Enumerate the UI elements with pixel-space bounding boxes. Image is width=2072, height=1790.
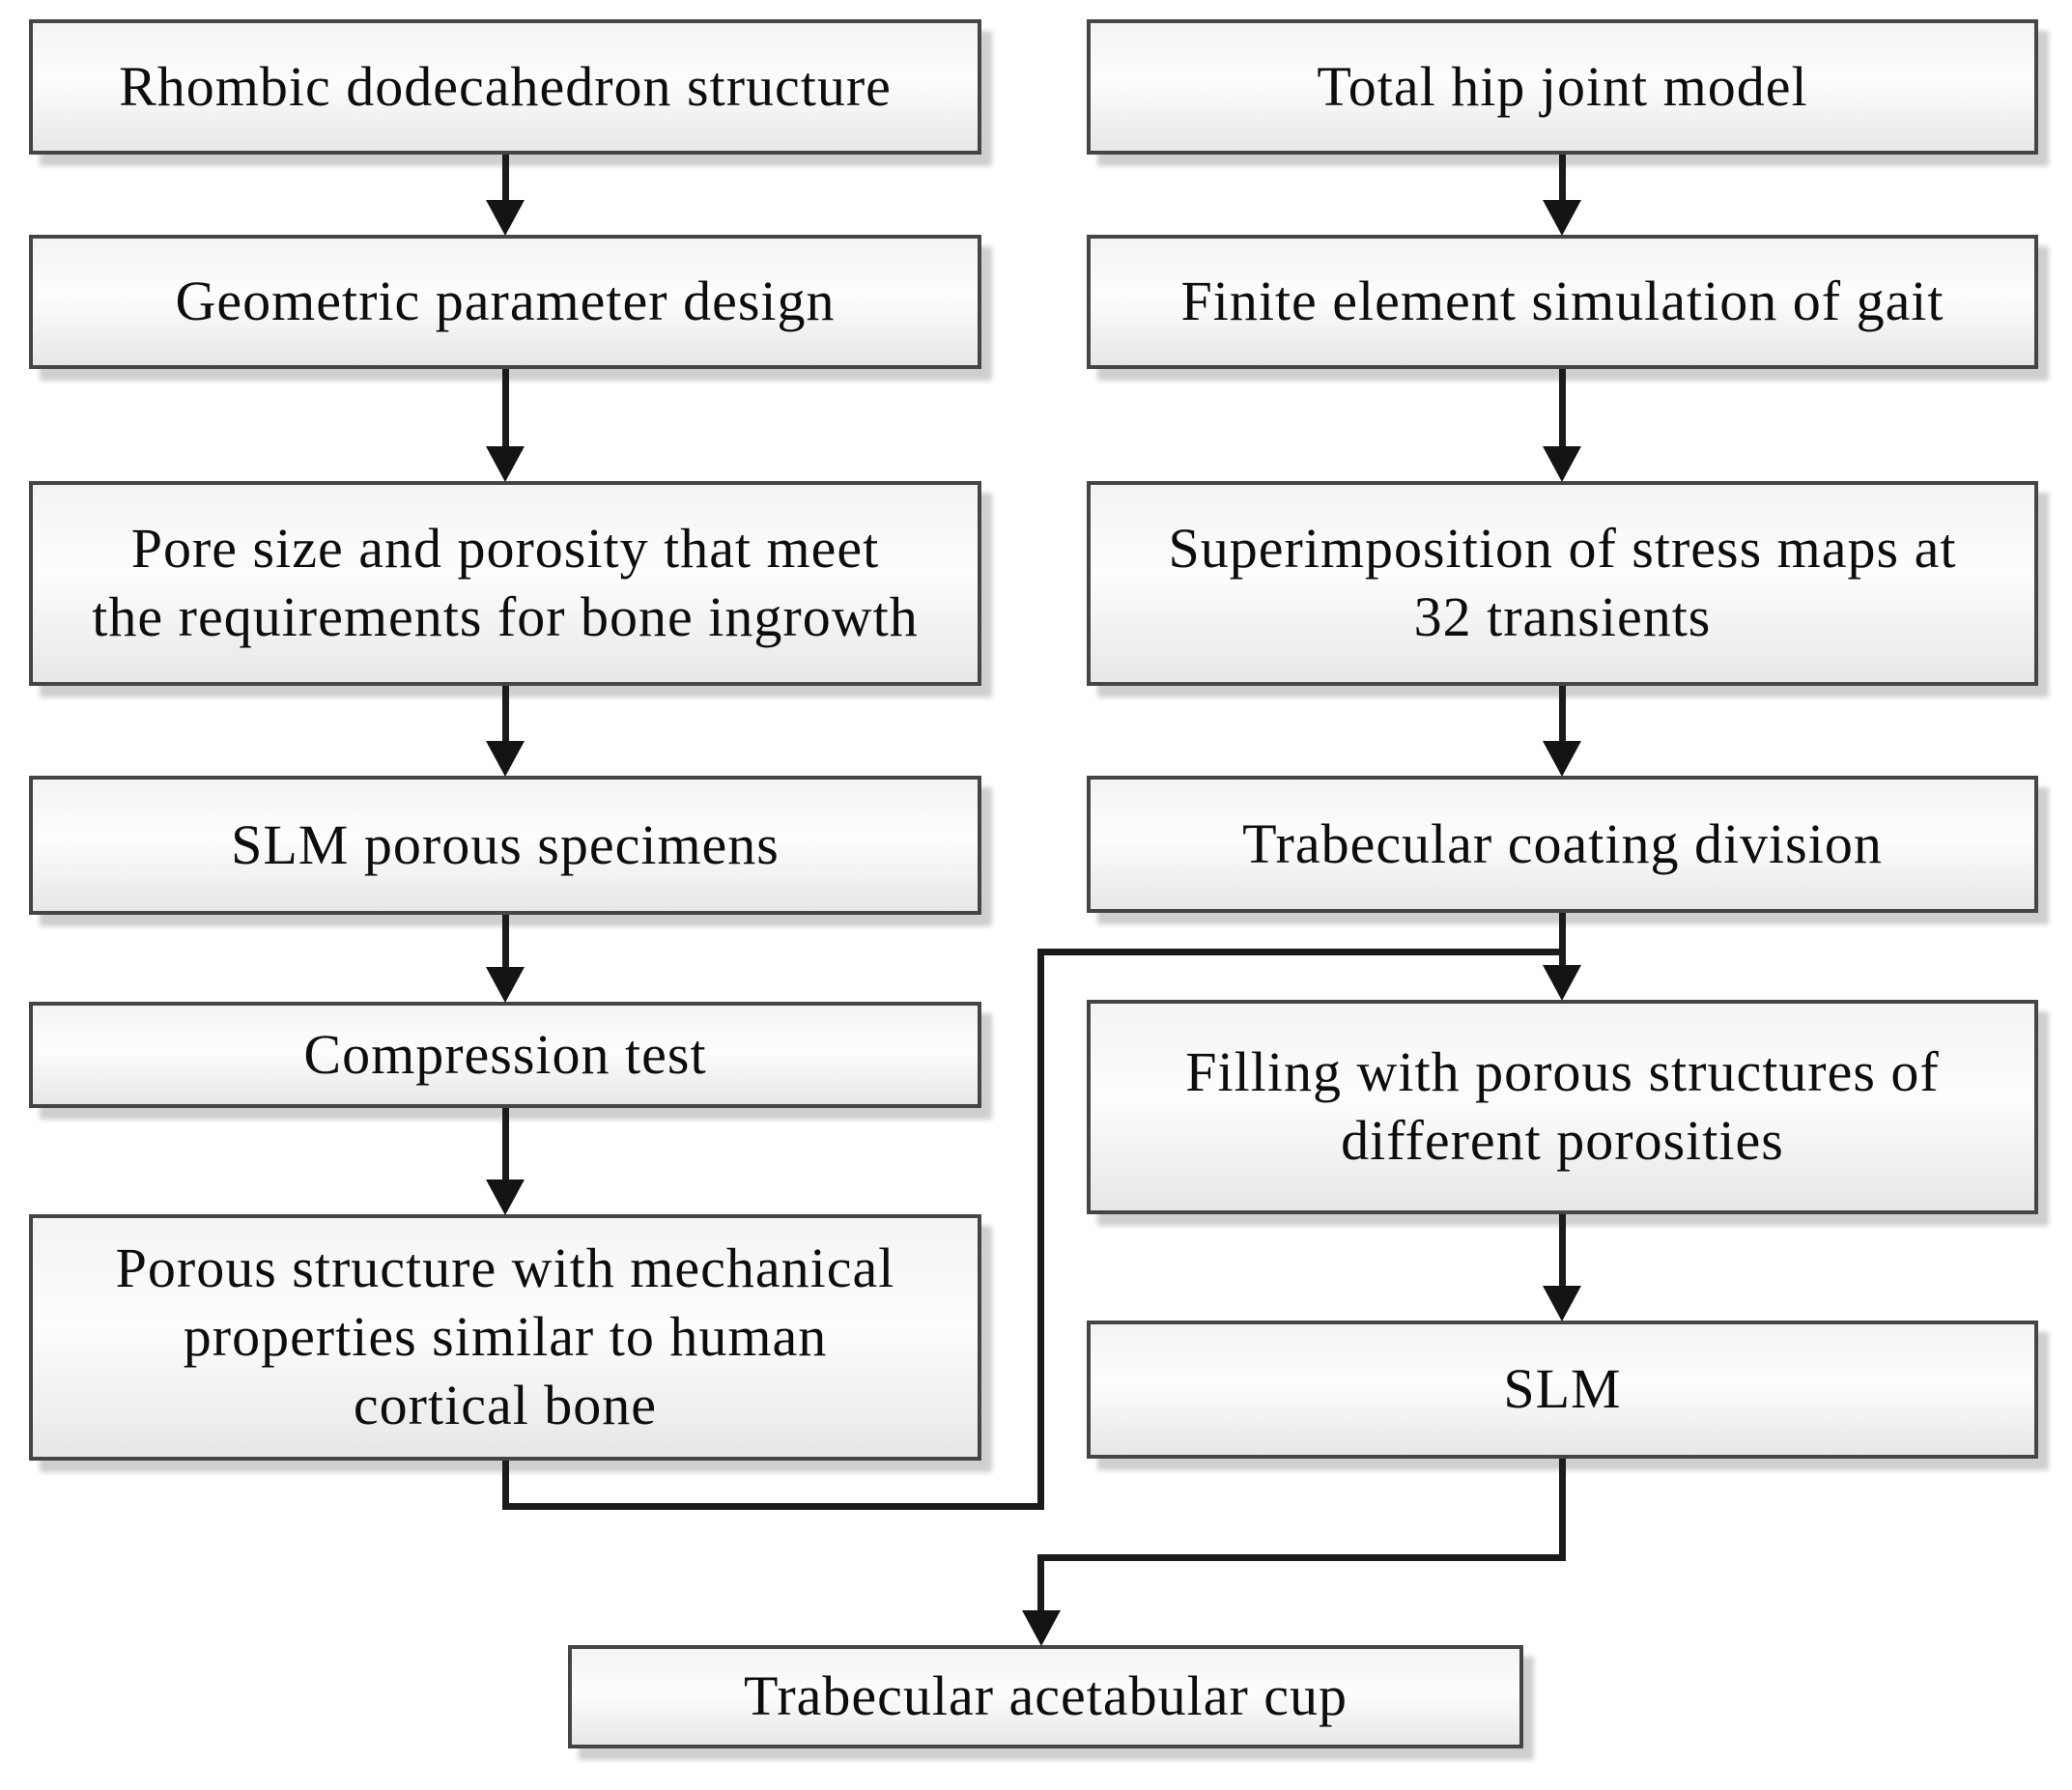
connector-l6-down-segment	[502, 1461, 509, 1506]
node-filling-with-porous-structures: Filling with porous structures of differ…	[1087, 1000, 2038, 1214]
arrow-r5-r6-stem	[1559, 1214, 1566, 1286]
node-trabecular-acetabular-cup: Trabecular acetabular cup	[568, 1645, 1523, 1748]
node-pore-size-and-porosity: Pore size and porosity that meet the req…	[29, 481, 981, 686]
arrowhead-down-icon	[486, 1179, 525, 1215]
arrow-r4-r5-stem	[1559, 913, 1566, 965]
connector-slm-horizontal-segment	[1037, 1554, 1566, 1561]
arrowhead-down-icon	[486, 200, 525, 236]
connector-slm-down-segment	[1559, 1459, 1566, 1561]
node-trabecular-coating-division: Trabecular coating division	[1087, 776, 2038, 913]
node-geometric-parameter-design: Geometric parameter design	[29, 235, 981, 369]
arrow-l3-l4-stem	[502, 686, 509, 741]
arrow-r3-r4-stem	[1559, 686, 1566, 741]
node-finite-element-simulation-of-gait: Finite element simulation of gait	[1087, 235, 2038, 369]
arrow-l4-l5-stem	[502, 915, 509, 967]
arrow-l1-l2-stem	[502, 155, 509, 201]
node-slm-porous-specimens: SLM porous specimens	[29, 776, 981, 915]
connector-merge-horizontal-segment	[1037, 949, 1566, 955]
node-compression-test: Compression test	[29, 1002, 981, 1108]
arrow-l2-l3-stem	[502, 369, 509, 446]
arrowhead-down-icon	[486, 446, 525, 482]
connector-l6-up-segment	[1037, 949, 1044, 1510]
node-total-hip-joint-model: Total hip joint model	[1087, 19, 2038, 155]
arrowhead-down-icon	[1543, 1286, 1581, 1321]
arrowhead-down-icon	[1543, 200, 1581, 236]
arrow-r1-r2-stem	[1559, 155, 1566, 201]
arrowhead-down-icon	[1022, 1610, 1061, 1646]
node-slm: SLM	[1087, 1321, 2038, 1459]
arrowhead-down-icon	[1543, 446, 1581, 482]
connector-cup-down-segment	[1037, 1554, 1044, 1610]
arrow-r2-r3-stem	[1559, 369, 1566, 446]
connector-l6-horizontal-segment	[502, 1503, 1044, 1510]
arrowhead-down-icon	[486, 967, 525, 1003]
arrow-l5-l6-stem	[502, 1108, 509, 1179]
node-rhombic-dodecahedron-structure: Rhombic dodecahedron structure	[29, 19, 981, 155]
arrowhead-down-icon	[486, 741, 525, 777]
arrowhead-down-icon	[1543, 965, 1581, 1001]
node-porous-structure-mechanical-properties: Porous structure with mechanical propert…	[29, 1214, 981, 1461]
arrowhead-down-icon	[1543, 741, 1581, 777]
node-superimposition-of-stress-maps: Superimposition of stress maps at 32 tra…	[1087, 481, 2038, 686]
